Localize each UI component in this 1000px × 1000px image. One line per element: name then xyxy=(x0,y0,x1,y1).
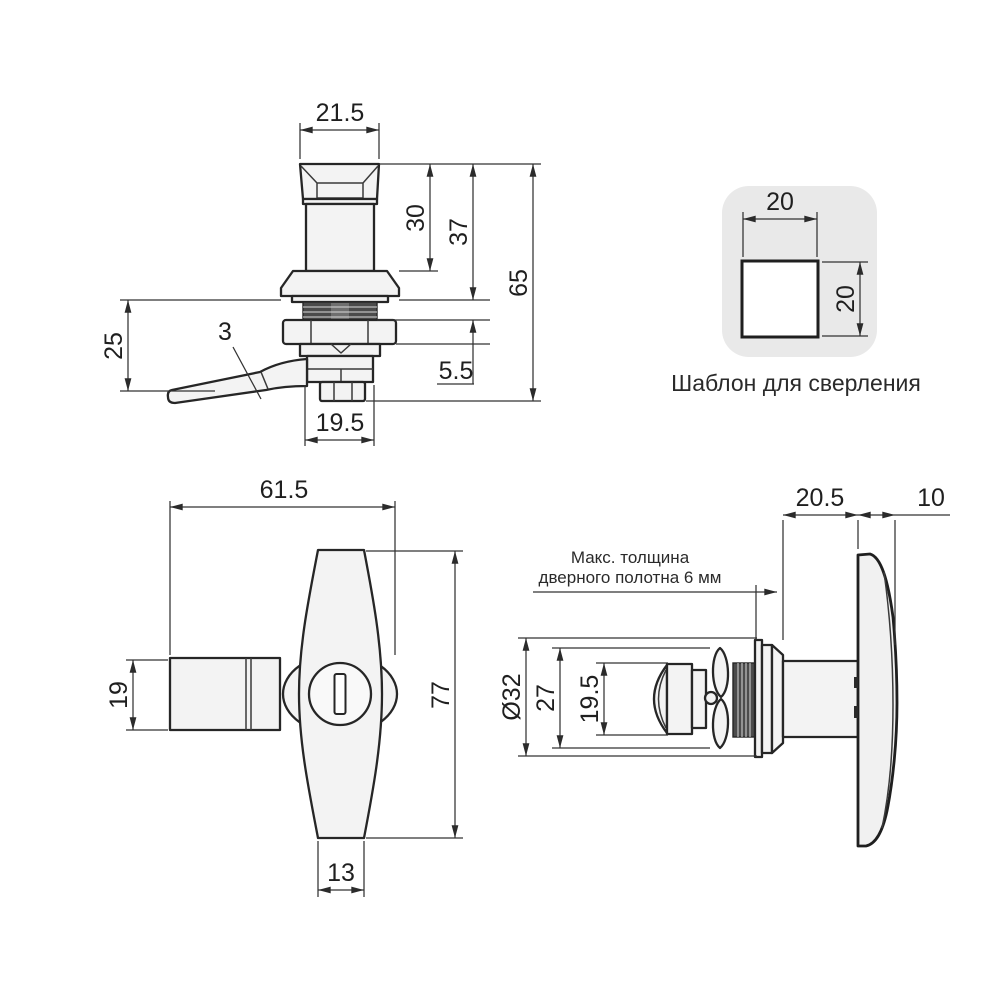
dim-total-height: 65 xyxy=(366,163,541,402)
dim-template-height: 20 xyxy=(822,261,868,337)
dim-handle-end-width: 13 xyxy=(317,841,365,897)
dim-label-handle-length: 77 xyxy=(427,681,455,709)
cap-head xyxy=(298,162,381,201)
flange-washer-inner xyxy=(760,643,774,755)
cam-hub-step xyxy=(690,668,708,730)
dim-label-template-height: 20 xyxy=(832,285,860,313)
cam-hub xyxy=(665,662,694,736)
dim-arm-height: 19 xyxy=(105,659,168,731)
note-line2: дверного полотна 6 мм xyxy=(539,568,722,587)
handle-front-view: 61.5 19 77 13 xyxy=(105,476,463,897)
latch-arm-front xyxy=(168,656,282,732)
dim-label-grip-depth: 20.5 xyxy=(796,484,845,512)
dim-thread-length: 19.5 xyxy=(576,662,668,736)
cam-end-inner-curve xyxy=(657,669,667,729)
dim-nut-width: 27 xyxy=(532,647,710,749)
drill-template-card: 20 20 Шаблон для сверления xyxy=(671,186,921,396)
thread-stripes xyxy=(303,306,377,318)
cam-housing-lines xyxy=(307,368,373,382)
cam-arm-bend-line xyxy=(260,371,269,390)
latch-front-view: 21.5 30 37 65 5.5 xyxy=(100,99,541,446)
dim-label-handle-total-width: 61.5 xyxy=(260,476,309,504)
dim-cap-height: 30 xyxy=(399,163,438,272)
handle-pad-profile xyxy=(856,552,899,848)
handle-shank xyxy=(781,659,860,739)
bottom-nut-facets xyxy=(333,382,353,401)
thread-stripes-side xyxy=(737,663,751,737)
handle-side-view: Макс. толщина дверного полотна 6 мм Ø32 … xyxy=(498,484,950,848)
cylinder-body xyxy=(304,202,376,273)
door-thickness-note: Макс. толщина дверного полотна 6 мм xyxy=(533,548,778,640)
dim-label-arm-drop: 25 xyxy=(100,332,128,360)
handle-pad-inner-curve xyxy=(881,571,894,829)
note-line1: Макс. толщина xyxy=(571,548,690,567)
dim-label-flange-diameter: Ø32 xyxy=(498,673,526,720)
cap-bottom-band xyxy=(301,197,379,206)
dim-body-height: 37 xyxy=(399,163,490,301)
flange-step xyxy=(290,294,390,304)
dim-label-template-width: 20 xyxy=(766,188,794,216)
template-caption: Шаблон для сверления xyxy=(671,370,921,396)
flange-cone xyxy=(770,643,785,755)
dim-label-nut-width: 27 xyxy=(532,684,560,712)
dim-label-body-height: 37 xyxy=(445,218,473,246)
dim-handle-length: 77 xyxy=(366,550,463,839)
dim-head-width: 21.5 xyxy=(299,99,380,159)
keyhole-slot xyxy=(333,673,347,715)
hex-nut-side-lower xyxy=(711,697,730,750)
dim-label-head-width: 21.5 xyxy=(316,99,365,127)
dim-pad-thickness: 10 xyxy=(857,484,950,645)
threaded-section-side xyxy=(732,662,756,738)
latch-arm-joint-lines xyxy=(245,658,252,730)
cam-arm xyxy=(166,357,309,405)
flange xyxy=(279,269,401,298)
dim-flange-diameter: Ø32 xyxy=(498,637,757,757)
dim-arm-drop: 25 xyxy=(100,299,281,392)
hex-nut-facets xyxy=(310,320,369,344)
dim-grip-depth: 20.5 xyxy=(782,484,859,640)
dim-label-thread-exposed: 5.5 xyxy=(439,357,474,385)
lock-washer xyxy=(298,342,382,358)
bottom-nut xyxy=(318,380,367,403)
dim-label-cap-height: 30 xyxy=(402,204,430,232)
dim-label-pad-thickness: 10 xyxy=(917,484,945,512)
dim-arm-thickness: 3 xyxy=(218,318,262,400)
dim-label-arm-thickness: 3 xyxy=(218,318,232,346)
dim-label-handle-end-width: 13 xyxy=(327,859,355,887)
hex-nut-side-upper xyxy=(711,646,730,699)
dim-base-width: 19.5 xyxy=(304,385,375,446)
dim-label-arm-height: 19 xyxy=(105,681,133,709)
washer-notch xyxy=(330,343,352,354)
dim-label-thread-length: 19.5 xyxy=(576,675,604,724)
dim-handle-total-width: 61.5 xyxy=(169,476,396,655)
cam-end-view xyxy=(653,663,669,735)
dim-thread-exposed: 5.5 xyxy=(377,319,490,385)
hex-nut xyxy=(281,318,398,346)
cam-screw xyxy=(703,690,719,706)
template-square-hole xyxy=(740,259,820,339)
dim-template-width: 20 xyxy=(742,188,818,257)
dim-label-base-width: 19.5 xyxy=(316,409,365,437)
dim-label-total-height: 65 xyxy=(505,269,533,297)
